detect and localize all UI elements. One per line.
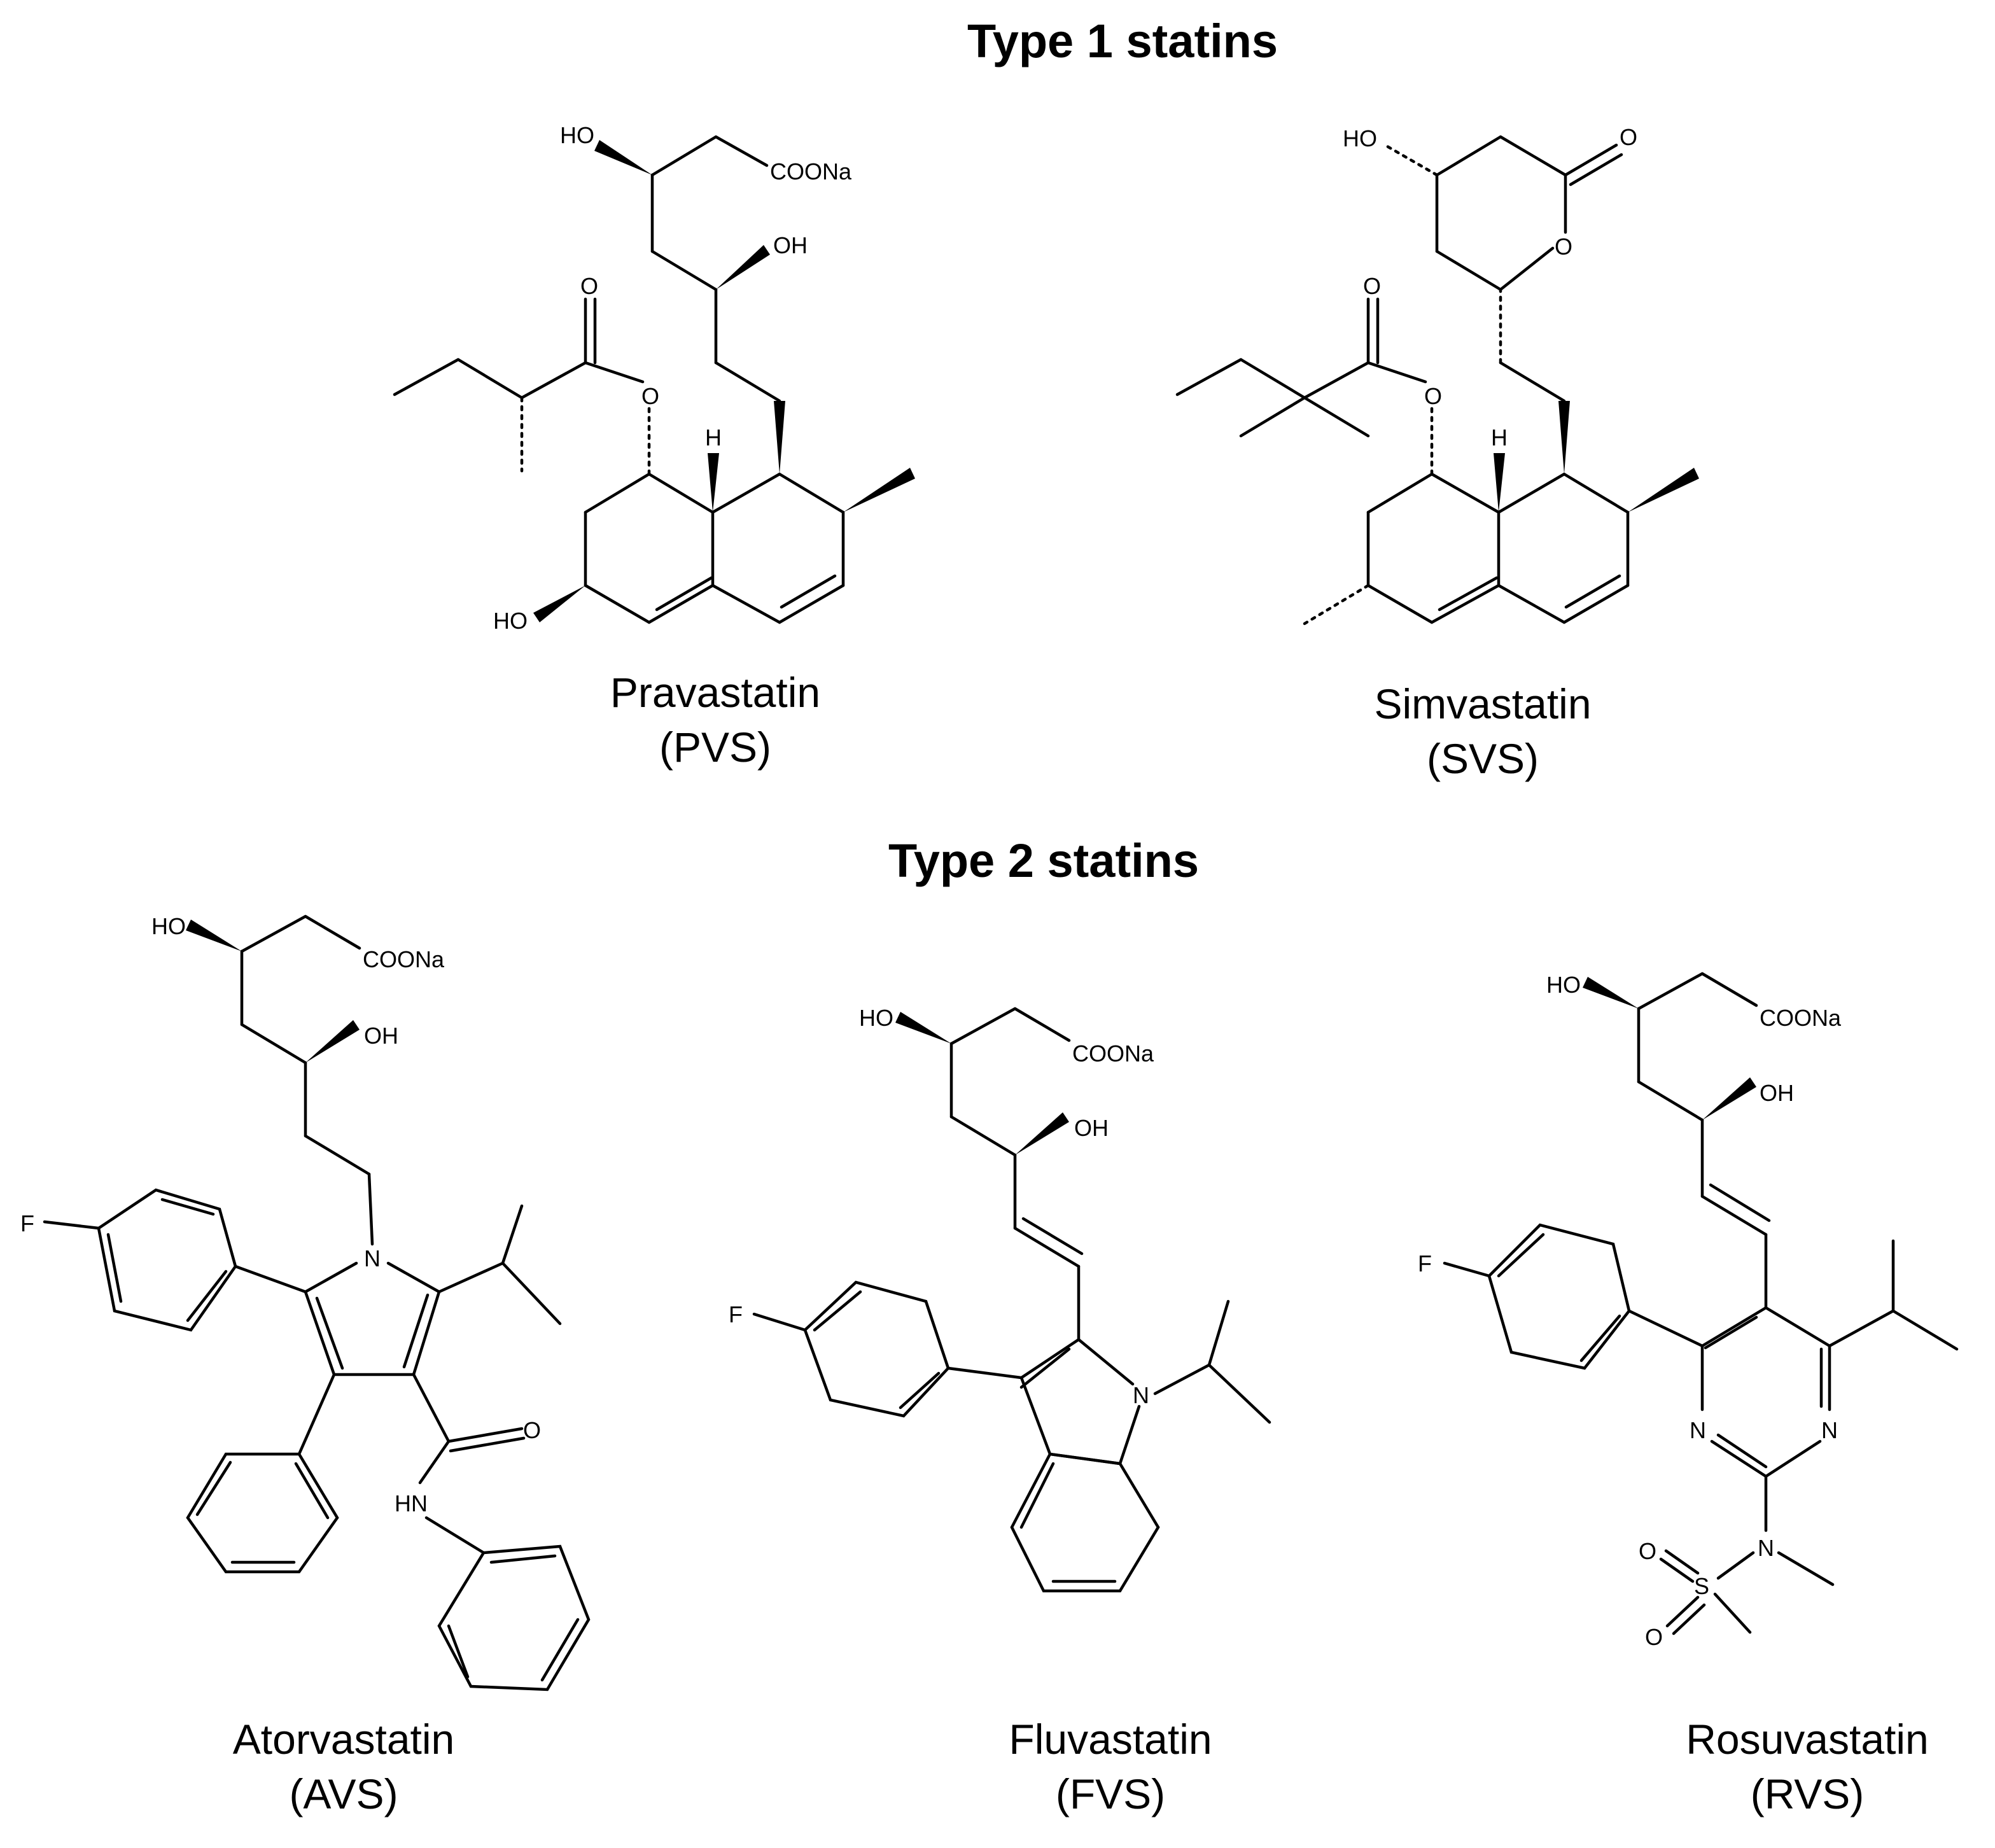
atom-oh: OH xyxy=(1760,1080,1794,1106)
atom-o: O xyxy=(1645,1624,1663,1650)
atom-h: H xyxy=(1491,424,1508,451)
atom-hn: HN xyxy=(395,1490,428,1516)
atom-f: F xyxy=(20,1210,34,1236)
fluvastatin-structure: HO COONa OH N xyxy=(729,1005,1271,1593)
atom-coona: COONa xyxy=(770,158,852,185)
atom-coona: COONa xyxy=(363,946,445,972)
atom-oh: OH xyxy=(1074,1115,1109,1141)
atom-n: N xyxy=(1758,1535,1774,1561)
atom-n: N xyxy=(364,1245,381,1271)
atom-o: O xyxy=(1620,124,1637,150)
atom-ho: HO xyxy=(1343,125,1377,151)
type1-title: Type 1 statins xyxy=(967,15,1278,67)
atom-oh: OH xyxy=(773,232,808,258)
atom-ho: HO xyxy=(560,122,594,148)
type2-title: Type 2 statins xyxy=(888,834,1200,887)
caption-simvastatin: Simvastatin (SVS) xyxy=(1374,676,1591,786)
pravastatin-abbr: (PVS) xyxy=(659,724,772,771)
atom-ho: HO xyxy=(859,1005,893,1031)
caption-fluvastatin: Fluvastatin (FVS) xyxy=(1009,1712,1212,1821)
fluvastatin-abbr: (FVS) xyxy=(1055,1770,1166,1817)
atom-o: O xyxy=(1363,273,1381,299)
atom-n: N xyxy=(1690,1417,1706,1443)
atom-o: O xyxy=(580,273,598,299)
atom-ho: HO xyxy=(1546,972,1581,998)
atom-s: S xyxy=(1694,1573,1709,1599)
atom-ho: HO xyxy=(151,913,186,939)
simvastatin-abbr: (SVS) xyxy=(1426,735,1539,782)
atom-o: O xyxy=(1555,234,1572,260)
atom-f: F xyxy=(1418,1250,1432,1277)
simvastatin-structure: H O O HO O O xyxy=(1175,124,1699,626)
atorvastatin-name: Atorvastatin xyxy=(232,1716,455,1763)
rosuvastatin-structure: HO COONa OH N N xyxy=(1418,972,1959,1650)
atorvastatin-structure: HO COONa OH N xyxy=(20,913,591,1691)
atom-f: F xyxy=(729,1301,743,1327)
atom-n: N xyxy=(1133,1382,1149,1408)
fluvastatin-name: Fluvastatin xyxy=(1009,1716,1212,1763)
atom-oh: OH xyxy=(364,1023,398,1049)
atom-o: O xyxy=(1424,383,1442,409)
atom-h: H xyxy=(705,424,722,451)
atom-coona: COONa xyxy=(1072,1040,1154,1067)
atorvastatin-abbr: (AVS) xyxy=(289,1770,398,1817)
atom-ho: HO xyxy=(493,608,528,634)
atom-o: O xyxy=(523,1417,541,1443)
pravastatin-structure: H HO OH HO COONa O O xyxy=(393,122,915,634)
atom-n: N xyxy=(1821,1417,1838,1443)
rosuvastatin-name: Rosuvastatin xyxy=(1686,1716,1929,1763)
atom-o: O xyxy=(1639,1538,1656,1564)
caption-rosuvastatin: Rosuvastatin (RVS) xyxy=(1686,1712,1929,1821)
atom-coona: COONa xyxy=(1760,1005,1842,1031)
caption-pravastatin: Pravastatin (PVS) xyxy=(610,665,820,774)
rosuvastatin-abbr: (RVS) xyxy=(1750,1770,1865,1817)
pravastatin-name: Pravastatin xyxy=(610,669,821,716)
caption-atorvastatin: Atorvastatin (AVS) xyxy=(233,1712,455,1821)
atom-o: O xyxy=(641,383,659,409)
simvastatin-name: Simvastatin xyxy=(1374,680,1592,727)
